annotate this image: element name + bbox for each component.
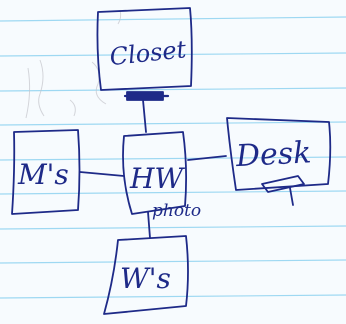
hw-to-desk-connector <box>187 155 227 161</box>
ms-to-hw-connector <box>79 171 125 177</box>
photo-annotation: photo <box>152 201 201 221</box>
ws-label: W's <box>120 262 171 295</box>
hw-to-ws-connector <box>147 211 151 239</box>
desk-box-outline <box>226 117 332 191</box>
desk-chair-mark <box>261 175 305 193</box>
ms-box-outline <box>11 129 81 215</box>
closet-label: Closet <box>108 35 188 71</box>
bleed-through-scribbles <box>25 9 122 119</box>
closet-to-hw-connector <box>142 99 147 133</box>
ms-label: M's <box>17 158 69 191</box>
hw-label: HW <box>129 162 185 195</box>
ws-box-outline <box>103 235 189 315</box>
desk-chair-leg <box>289 187 294 206</box>
desk-label: Desk <box>234 135 312 174</box>
ruled-lines <box>0 16 346 299</box>
closet-box-outline <box>96 7 193 91</box>
hw-box-outline <box>122 131 188 215</box>
